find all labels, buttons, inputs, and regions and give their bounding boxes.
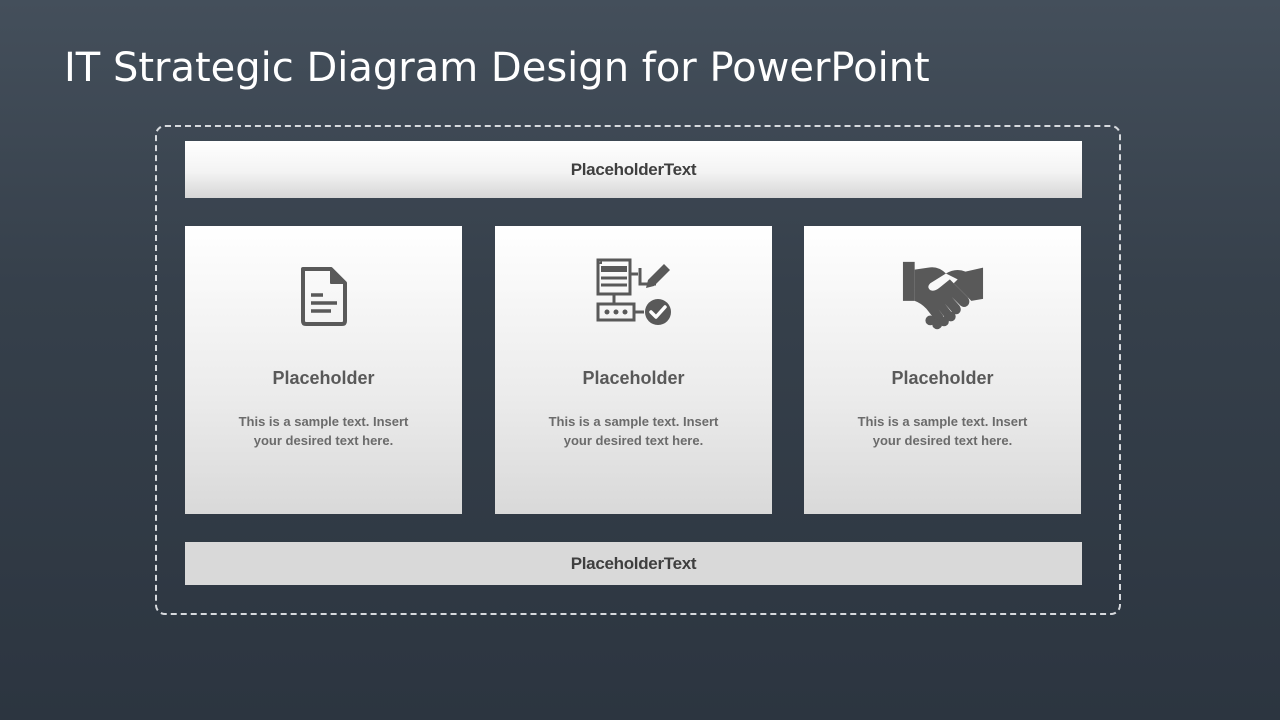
handshake-icon <box>901 254 985 338</box>
slide-title: IT Strategic Diagram Design for PowerPoi… <box>64 45 930 91</box>
card-workflow: Placeholder This is a sample text. Inser… <box>495 226 772 514</box>
workflow-approval-icon <box>592 254 676 338</box>
bottom-bar-label: PlaceholderText <box>570 553 697 573</box>
card-handshake: Placeholder This is a sample text. Inser… <box>804 226 1081 514</box>
top-bar: PlaceholderText <box>185 141 1082 198</box>
card-text: This is a sample text. Insert your desir… <box>548 414 719 448</box>
card-text: This is a sample text. Insert your desir… <box>857 414 1028 448</box>
document-icon <box>282 254 366 338</box>
dashed-frame <box>155 125 1121 615</box>
card-document: Placeholder This is a sample text. Inser… <box>185 226 462 514</box>
card-title: Placeholder <box>582 368 685 388</box>
card-text: This is a sample text. Insert your desir… <box>238 414 409 448</box>
top-bar-label: PlaceholderText <box>570 159 697 179</box>
card-title: Placeholder <box>272 368 375 388</box>
bottom-bar: PlaceholderText <box>185 542 1082 585</box>
card-title: Placeholder <box>891 368 994 388</box>
